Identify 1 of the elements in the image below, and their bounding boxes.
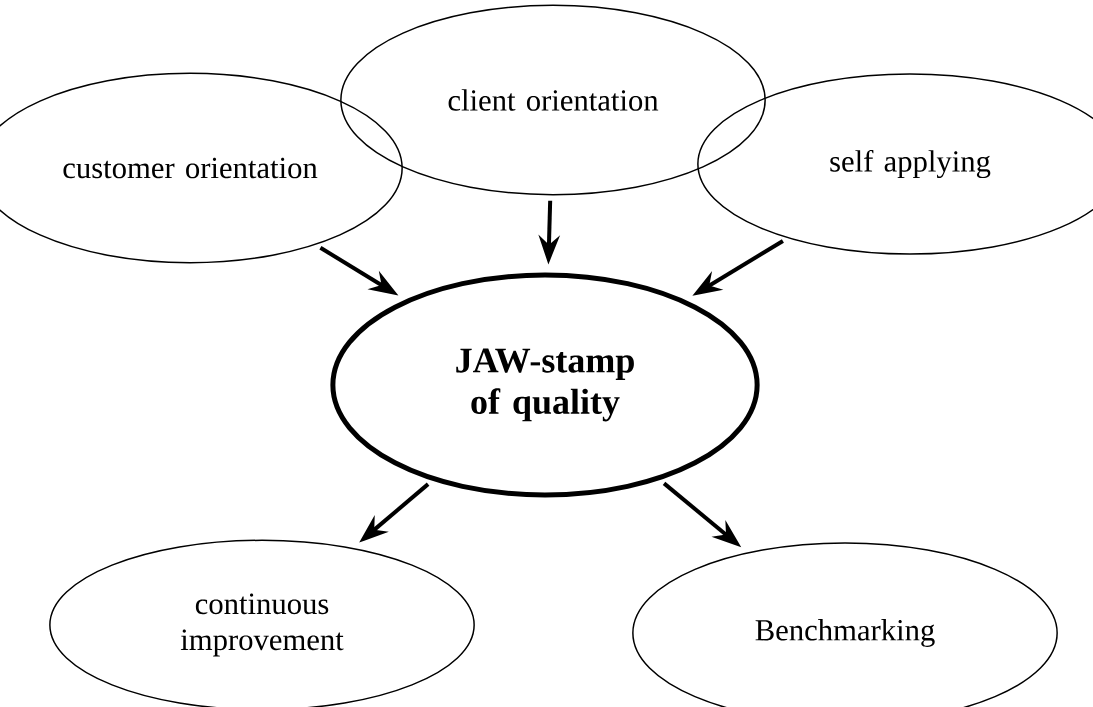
ellipse-node: client orientation bbox=[340, 4, 766, 196]
